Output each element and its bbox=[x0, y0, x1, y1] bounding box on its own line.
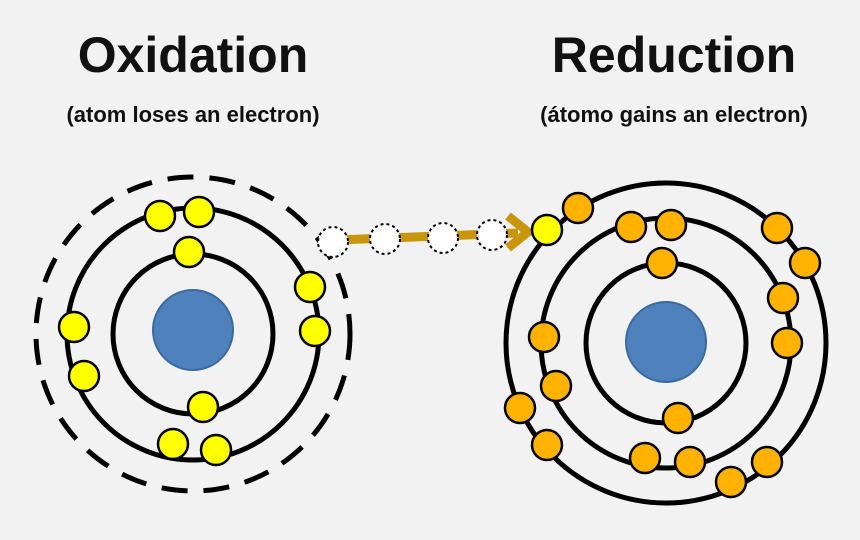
reduction-electron bbox=[788, 246, 822, 280]
reduction-electron bbox=[714, 465, 748, 499]
transferred-electron bbox=[530, 213, 564, 247]
reduction-electron bbox=[503, 391, 537, 425]
oxidation-electron bbox=[156, 427, 190, 461]
ghost-electron bbox=[369, 223, 401, 255]
oxidation-electron bbox=[172, 235, 206, 269]
reduction-electron bbox=[530, 428, 564, 462]
ghost-electron bbox=[427, 222, 459, 254]
oxidation-lost-shell bbox=[33, 174, 353, 494]
reduction-electron bbox=[539, 369, 573, 403]
oxidation-electron bbox=[182, 195, 216, 229]
reduction-outer-shell bbox=[503, 180, 829, 506]
oxidation-subtitle: (atom loses an electron) bbox=[66, 102, 320, 127]
reduction-title: Reduction bbox=[551, 27, 797, 83]
reduction-electron bbox=[614, 210, 648, 244]
reduction-electron bbox=[673, 445, 707, 479]
oxidation-electron bbox=[199, 433, 233, 467]
reduction-electron bbox=[527, 320, 561, 354]
arrow-head bbox=[505, 212, 536, 252]
oxidation-electron bbox=[293, 270, 327, 304]
oxidation-title: Oxidation bbox=[77, 27, 309, 83]
reduction-electron bbox=[654, 208, 688, 242]
electron-transfer-arrow bbox=[317, 212, 536, 258]
oxidation-electron bbox=[298, 314, 332, 348]
ghost-electrons bbox=[317, 219, 508, 258]
reduction-electron bbox=[561, 191, 595, 225]
oxidation-electron bbox=[67, 359, 101, 393]
reduction-electron bbox=[760, 211, 794, 245]
oxidation-nucleus bbox=[152, 289, 234, 371]
reduction-subtitle: (átomo gains an electron) bbox=[540, 102, 808, 127]
oxidation-atom bbox=[33, 174, 353, 494]
reduction-electron bbox=[661, 401, 695, 435]
reduction-electron bbox=[628, 441, 662, 475]
reduction-atom bbox=[503, 180, 829, 506]
reduction-electron bbox=[770, 326, 804, 360]
oxidation-electron bbox=[186, 390, 220, 424]
reduction-electron bbox=[750, 445, 784, 479]
reduction-electron bbox=[766, 281, 800, 315]
oxidation-electron bbox=[57, 310, 91, 344]
oxidation-electron bbox=[143, 199, 177, 233]
ghost-electron bbox=[317, 226, 349, 258]
ghost-electron bbox=[476, 219, 508, 251]
oxidation-electrons bbox=[57, 195, 332, 467]
reduction-electrons bbox=[503, 191, 822, 499]
reduction-nucleus bbox=[625, 301, 707, 383]
reduction-electron bbox=[645, 246, 679, 280]
